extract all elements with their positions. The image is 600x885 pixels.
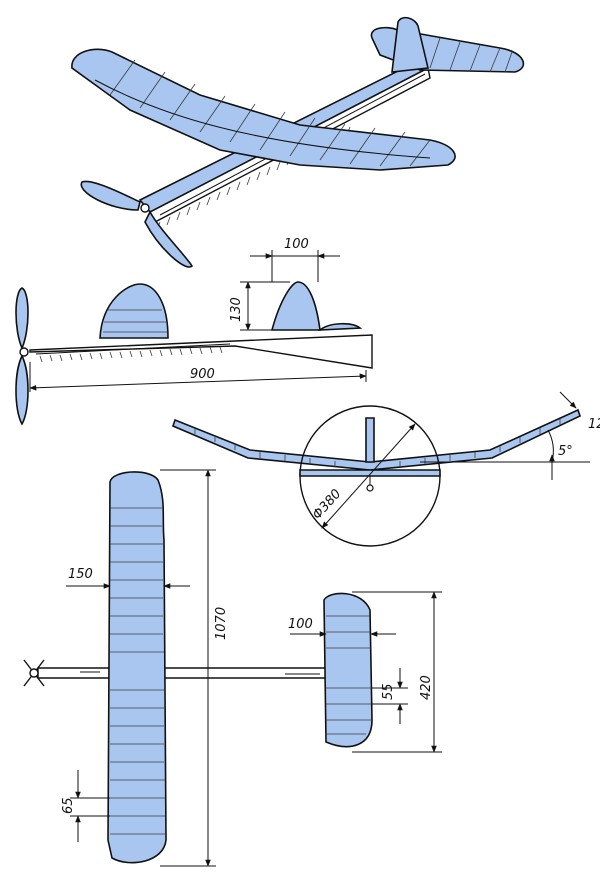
side-propeller xyxy=(15,287,29,426)
dim-stab-rib-spacing: 55 xyxy=(381,683,396,700)
isometric-view xyxy=(71,16,525,268)
dim-propeller-diameter: Φ380 xyxy=(310,487,345,523)
top-propeller xyxy=(23,659,45,687)
dim-wing-chord: 150 xyxy=(68,567,93,582)
dim-fin-width: 100 xyxy=(284,237,309,252)
iso-wing xyxy=(71,48,456,171)
dim-fuselage-length: 900 xyxy=(190,367,215,382)
top-fuselage xyxy=(37,667,331,679)
wing-profile xyxy=(99,283,169,339)
front-wing xyxy=(172,408,581,471)
side-view: 100 130 900 xyxy=(15,237,373,426)
dim-wingspan: 1070 xyxy=(214,607,229,640)
dim-dihedral: 5° xyxy=(558,444,573,459)
dim-stab-chord: 100 xyxy=(288,617,313,632)
fin-side xyxy=(270,281,321,331)
iso-propeller xyxy=(80,180,194,268)
top-stabilizer xyxy=(323,592,373,748)
iso-tail xyxy=(370,16,525,73)
top-wing xyxy=(107,471,167,864)
top-view: 150 1070 100 420 55 65 xyxy=(23,469,442,867)
front-view: Φ380 5° 12 xyxy=(172,391,600,547)
dim-wing-rib-spacing: 65 xyxy=(61,797,76,814)
dim-tip-rise: 12 xyxy=(588,417,600,432)
dim-stab-span: 420 xyxy=(419,675,434,700)
dim-fin-height: 130 xyxy=(229,297,244,322)
